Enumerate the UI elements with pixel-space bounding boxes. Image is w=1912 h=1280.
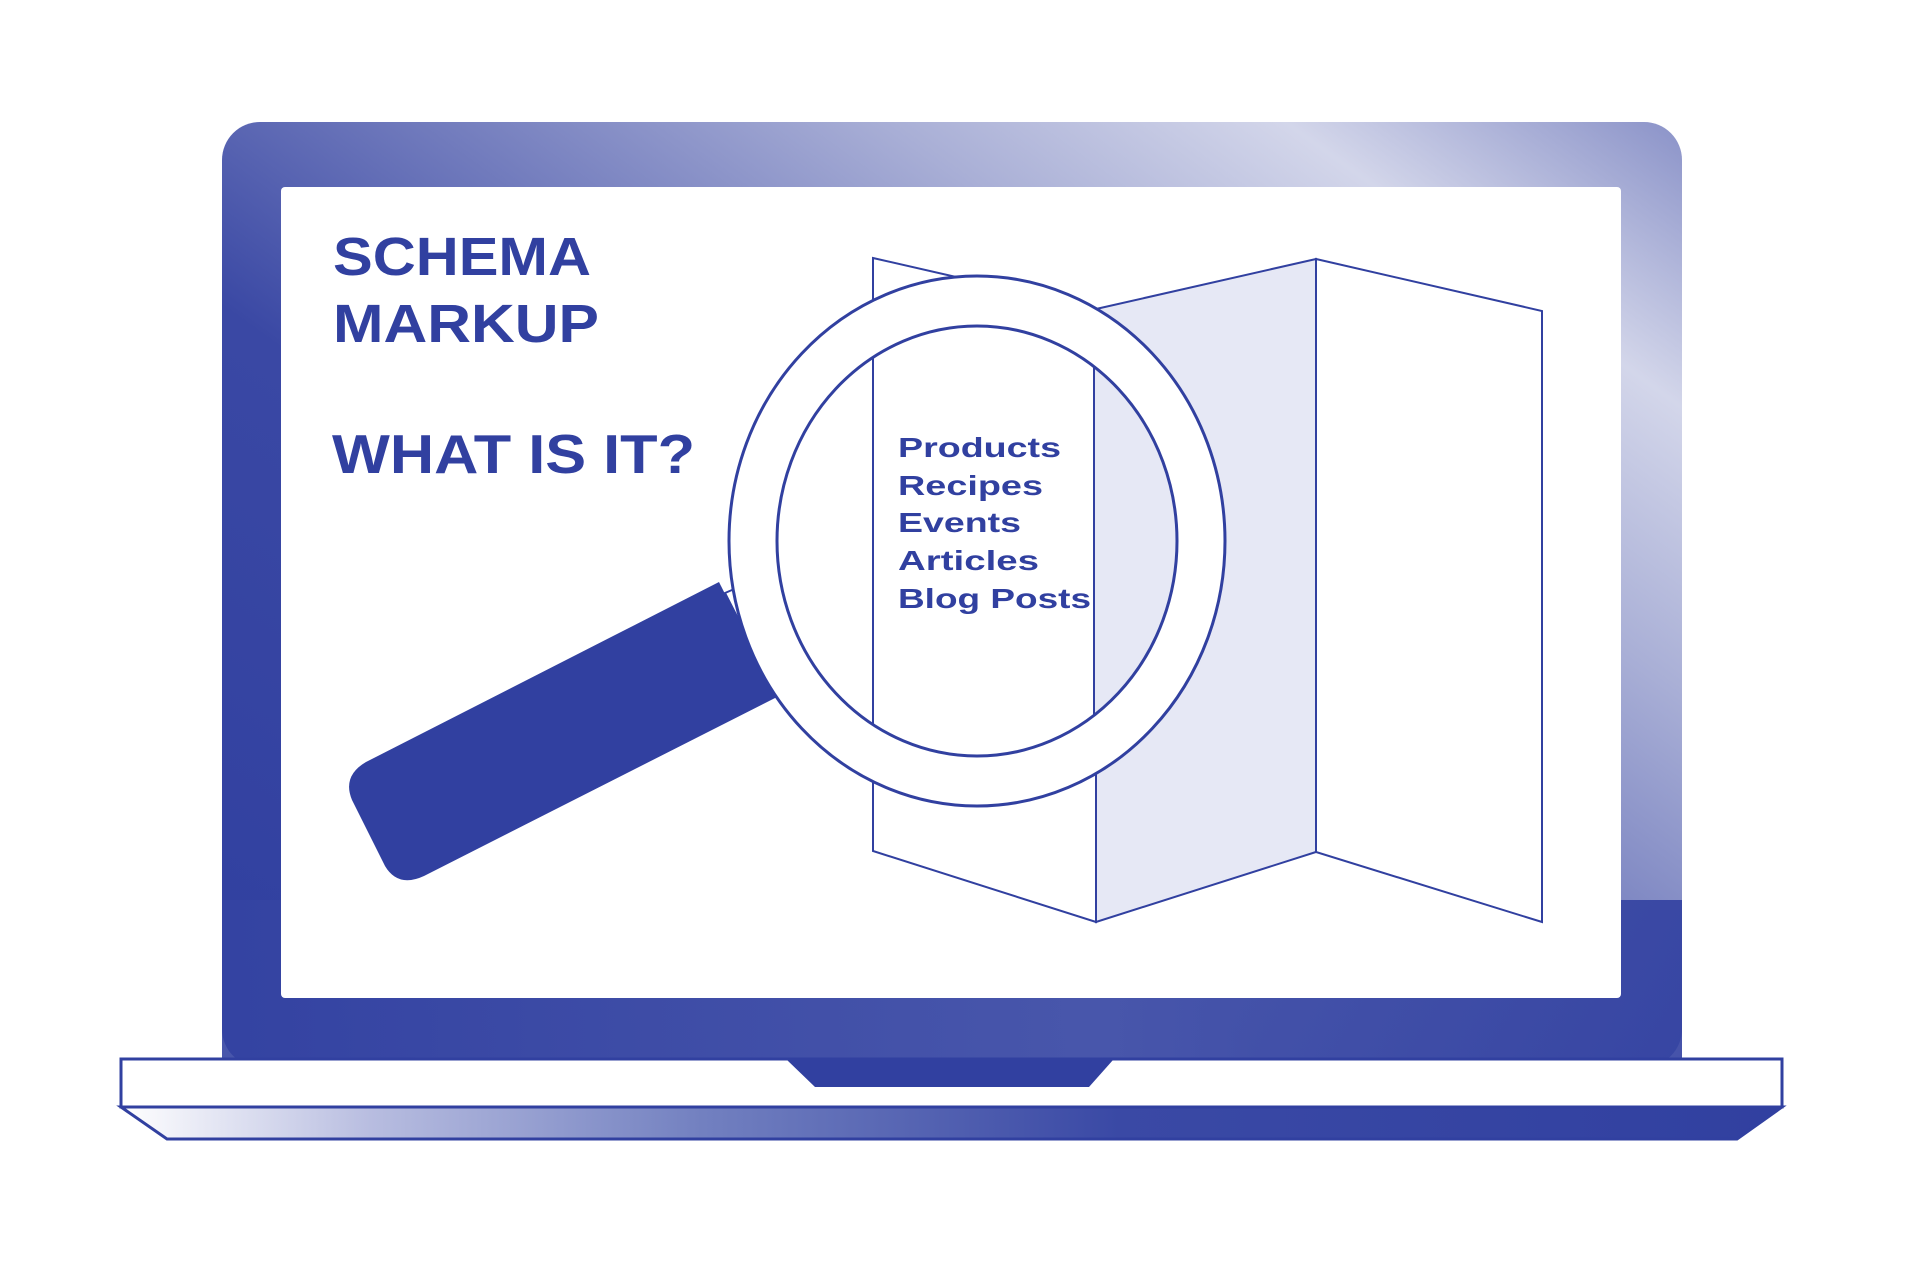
magnifier-lens-content: [777, 326, 1177, 756]
magnifier-handle: [349, 582, 777, 881]
list-item: Events: [898, 507, 1021, 538]
map-panel-right: [1315, 257, 1543, 924]
list-item: Blog Posts: [898, 583, 1091, 614]
magnifier-lens: [775, 324, 1179, 758]
schema-type-list: Products Recipes Events Articles Blog Po…: [898, 432, 1091, 614]
laptop-notch: [787, 1060, 1113, 1087]
title-line-1: SCHEMA: [333, 227, 591, 287]
list-item: Products: [898, 432, 1061, 463]
list-item: Recipes: [898, 470, 1043, 501]
magnifying-glass-icon: [349, 274, 1227, 881]
subtitle: WHAT IS IT?: [332, 423, 695, 485]
list-item: Articles: [898, 545, 1039, 576]
title-line-2: MARKUP: [333, 294, 599, 354]
laptop-base-bottom: [116, 1105, 1787, 1141]
heading-block: SCHEMA MARKUP WHAT IS IT?: [332, 227, 695, 485]
